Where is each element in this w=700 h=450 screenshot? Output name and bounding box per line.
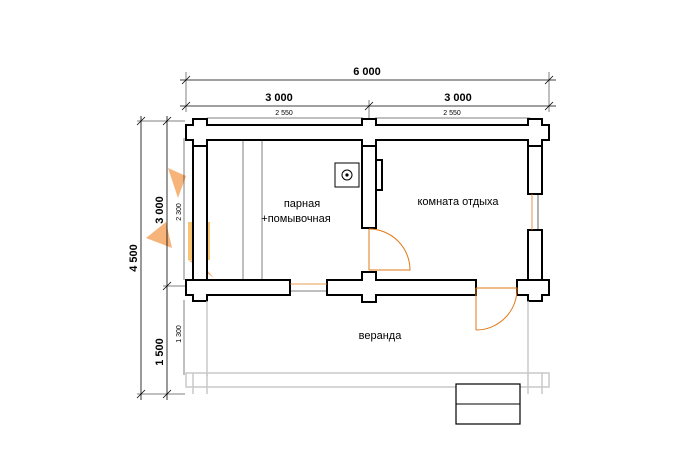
room-label-veranda: веранда bbox=[359, 330, 403, 342]
dimension-lines-top bbox=[180, 72, 556, 122]
dim-left-inner: 2 550 bbox=[275, 110, 293, 117]
dim-left-module: 3 000 bbox=[265, 92, 293, 104]
veranda-railing bbox=[185, 301, 550, 394]
dim-total-width: 6 000 bbox=[353, 66, 381, 78]
windows bbox=[290, 194, 539, 292]
dim-veranda-inner-depth: 1 300 bbox=[176, 325, 183, 343]
dim-right-inner: 2 550 bbox=[443, 110, 461, 117]
door-partition bbox=[368, 228, 411, 271]
walls bbox=[185, 118, 550, 303]
room-label-steam-room: парная bbox=[284, 198, 320, 210]
dim-veranda-depth: 1 500 bbox=[154, 338, 166, 366]
sauna-benches bbox=[242, 140, 263, 280]
door-rest-room-to-veranda bbox=[475, 287, 518, 331]
dim-rooms-inner-depth: 2 300 bbox=[176, 203, 183, 221]
room-label-rest-room: комната отдыха bbox=[417, 196, 499, 208]
dim-right-module: 3 000 bbox=[444, 92, 472, 104]
dim-rooms-depth: 3 000 bbox=[154, 196, 166, 224]
stove-icon bbox=[334, 162, 360, 188]
dimension-lines-left bbox=[136, 116, 190, 400]
entry-steps bbox=[455, 383, 521, 425]
dim-total-depth: 4 500 bbox=[128, 244, 140, 272]
room-label-washing-room: +помывочная bbox=[261, 213, 330, 225]
